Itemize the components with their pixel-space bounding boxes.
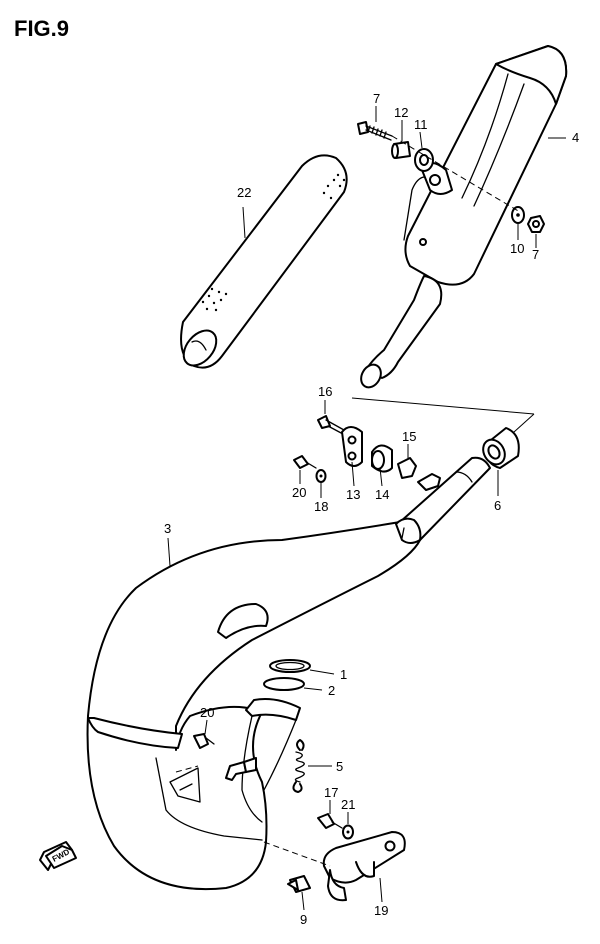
callout-16: 16 [318,384,332,399]
part-18-washer [315,469,327,483]
callout-20-upper: 20 [292,485,306,500]
callout-4: 4 [572,130,579,145]
callout-8: 7 [373,91,380,106]
callout-6: 6 [494,498,501,513]
part-20-bolt-upper [293,455,317,469]
part-6-joint-rubber [482,427,520,469]
callout-5: 5 [336,759,343,774]
fwd-arrow-icon: FWD [39,841,77,871]
part-14-damper [371,444,393,473]
callout-19: 19 [374,903,388,918]
callout-labels: 7 12 11 4 22 10 7 16 15 20 13 14 18 6 3 … [164,91,579,927]
part-19-bracket [322,831,406,902]
callout-22: 22 [237,185,251,200]
callout-14: 14 [375,487,389,502]
part-1-gasket [269,659,311,673]
part-16-bolt [317,415,345,435]
callout-18: 18 [314,499,328,514]
callout-15: 15 [402,429,416,444]
part-21-washer [342,824,354,840]
callout-2: 2 [328,683,335,698]
part-9-clip [287,875,311,893]
callout-1: 1 [340,667,347,682]
callout-20-lower: 20 [200,705,214,720]
callout-12: 12 [394,105,408,120]
part-13-bracket [341,426,363,467]
callout-7: 7 [532,247,539,262]
part-7-nut [527,215,545,233]
part-8-bolt [357,121,393,141]
part-10-washer [511,206,525,224]
part-15-collar [397,457,417,479]
part-11-grommet [414,148,434,172]
callout-11: 11 [414,117,428,132]
part-5-spring [292,739,305,793]
callout-10: 10 [510,241,524,256]
part-20-bolt-lower [193,733,215,749]
part-22-silencer-cover [180,154,348,369]
part-12-collar [391,141,411,159]
callout-17: 17 [324,785,338,800]
part-3-exhaust-pipe [86,456,491,891]
callout-9: 9 [300,912,307,927]
part-2-gasket [263,677,305,691]
figure-title: FIG.9 [14,16,69,41]
callout-13: 13 [346,487,360,502]
callout-3: 3 [164,521,171,536]
part-4-silencer [360,45,568,389]
part-17-bolt [317,813,343,829]
callout-21: 21 [341,797,355,812]
